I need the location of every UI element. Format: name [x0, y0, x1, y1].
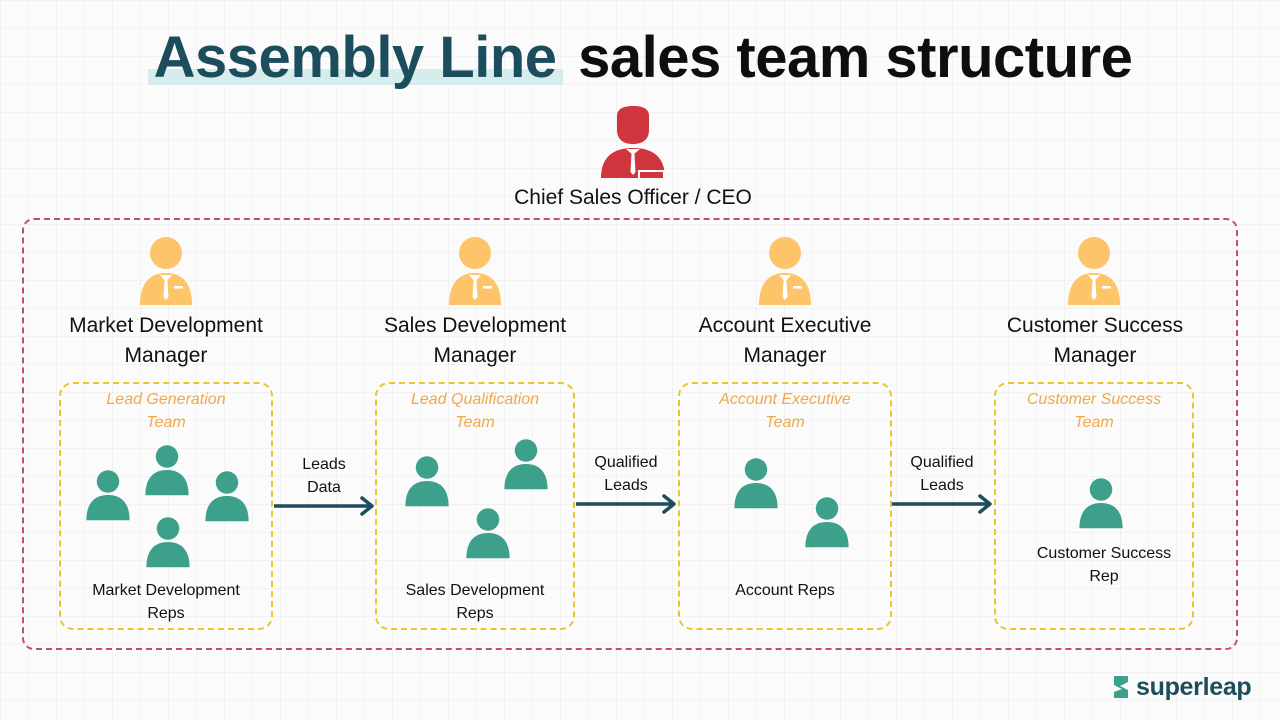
team-title-line: Team	[455, 414, 495, 431]
flow-label-line: Leads	[604, 477, 648, 494]
manager-label-line: Manager	[1053, 344, 1137, 367]
flow-label-line: Qualified	[910, 454, 974, 471]
manager-label-line: Market Development	[69, 314, 263, 337]
manager-person-icon	[138, 235, 194, 307]
manager-person-icon	[757, 235, 813, 307]
superleap-logo-icon	[1114, 676, 1128, 698]
team-title-line: Account Executive	[719, 391, 851, 408]
team-title: Lead Generation Team	[61, 388, 271, 434]
manager-label-line: Customer Success	[1006, 314, 1184, 337]
person-icon	[1076, 476, 1126, 530]
ceo-label: Chief Sales Officer / CEO	[514, 186, 752, 209]
team-title: Account Executive Team	[680, 388, 890, 434]
team-title-line: Lead Qualification	[410, 391, 540, 408]
person-icon	[143, 515, 193, 569]
person-icon	[501, 437, 551, 491]
flow-label-line: Leads	[302, 456, 346, 473]
manager-label-line: Manager	[124, 344, 208, 367]
manager-label-line: Account Executive	[698, 314, 872, 337]
team-box-lead-generation: Lead Generation Team Market Development …	[59, 382, 273, 630]
reps-label: Customer Success Rep	[1006, 542, 1202, 588]
arrow-right-icon	[576, 494, 676, 514]
reps-label-line: Rep	[1089, 568, 1119, 585]
person-icon	[463, 506, 513, 560]
manager-label-line: Sales Development	[383, 314, 567, 337]
manager-label-line: Manager	[433, 344, 517, 367]
team-title: Lead Qualification Team	[377, 388, 573, 434]
flow-label-line: Data	[307, 479, 341, 496]
executive-person-icon	[600, 106, 666, 180]
flow-label-qualified-leads: Qualified Leads	[576, 451, 676, 497]
team-box-account-executive: Account Executive Team Account Reps	[678, 382, 892, 630]
person-icon	[731, 456, 781, 510]
reps-label: Sales Development Reps	[377, 579, 573, 625]
team-box-lead-qualification: Lead Qualification Team Sales Developmen…	[375, 382, 575, 630]
brand-logo: superleap	[1110, 672, 1252, 702]
person-icon	[402, 454, 452, 508]
reps-label-line: Reps	[456, 605, 494, 622]
title-highlight: Assembly Line	[147, 25, 563, 90]
reps-label: Market Development Reps	[61, 579, 271, 625]
person-icon	[142, 443, 192, 497]
person-icon	[802, 495, 852, 549]
reps-label-line: Customer Success	[1036, 545, 1172, 562]
title-rest: sales team structure	[578, 25, 1133, 90]
manager-label: Market Development Manager	[40, 311, 292, 371]
brand-name: superleap	[1136, 672, 1252, 701]
flow-label-line: Leads	[920, 477, 964, 494]
flow-label-qualified-leads: Qualified Leads	[892, 451, 992, 497]
reps-label-line: Reps	[147, 605, 185, 622]
manager-label: Account Executive Manager	[660, 311, 910, 371]
team-title-line: Team	[1074, 414, 1114, 431]
team-title-line: Team	[765, 414, 805, 431]
flow-label-leads-data: Leads Data	[274, 453, 374, 499]
page-title: Assembly Line sales team structure	[0, 24, 1280, 91]
manager-person-icon	[1066, 235, 1122, 307]
flow-label-line: Qualified	[594, 454, 658, 471]
team-title-line: Lead Generation	[106, 391, 226, 408]
reps-label: Account Reps	[680, 579, 890, 602]
organization-boundary	[22, 218, 1238, 650]
manager-person-icon	[447, 235, 503, 307]
reps-label-line: Account Reps	[735, 582, 835, 599]
arrow-right-icon	[892, 494, 992, 514]
manager-label: Sales Development Manager	[350, 311, 600, 371]
team-box-customer-success: Customer Success Team Customer Success R…	[994, 382, 1194, 630]
person-icon	[83, 468, 133, 522]
manager-label-line: Manager	[743, 344, 827, 367]
team-title-line: Team	[146, 414, 186, 431]
reps-label-line: Market Development	[92, 582, 240, 599]
reps-label-line: Sales Development	[405, 582, 545, 599]
arrow-right-icon	[274, 496, 374, 516]
team-title-line: Customer Success	[1026, 391, 1162, 408]
person-icon	[202, 469, 252, 523]
team-title: Customer Success Team	[996, 388, 1192, 434]
manager-label: Customer Success Manager	[970, 311, 1220, 371]
